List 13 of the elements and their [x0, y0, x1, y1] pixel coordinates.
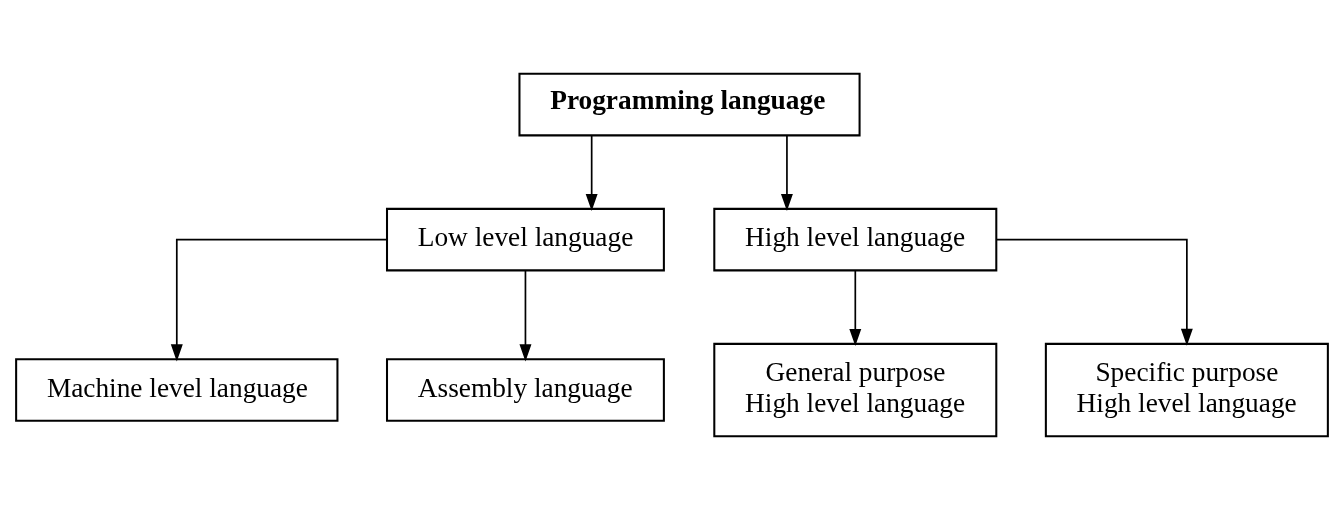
arrow [780, 134, 793, 211]
node-box: Machine level language [15, 357, 339, 422]
node-box: General purpose High level language [713, 342, 998, 437]
arrow [585, 134, 598, 211]
node-box: Specific purpose High level language [1044, 342, 1329, 437]
node-box: Programming language [518, 72, 861, 136]
arrow [995, 238, 1193, 346]
arrow [170, 238, 388, 361]
arrow [849, 269, 862, 346]
node-box: High level language [713, 207, 998, 271]
node-box: Assembly language [386, 357, 665, 422]
arrow [519, 269, 532, 361]
node-box: Low level language [386, 207, 665, 271]
